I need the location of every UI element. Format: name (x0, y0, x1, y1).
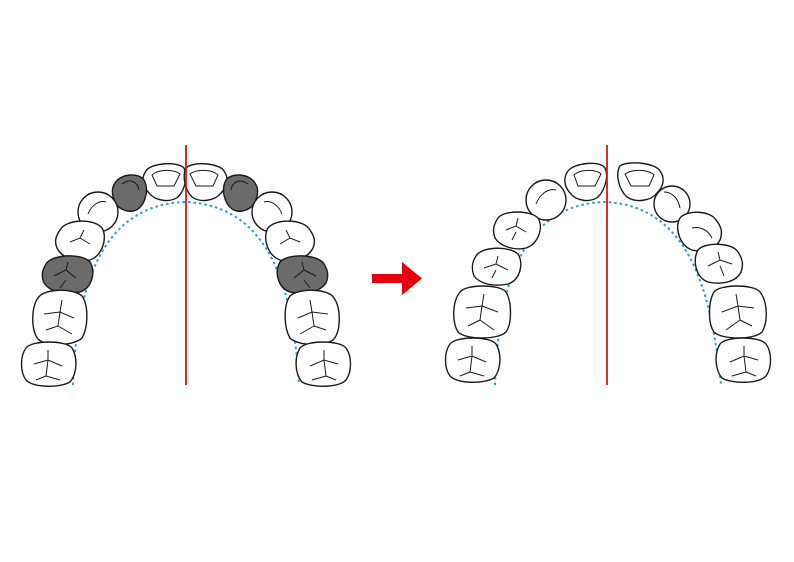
tooth-right-second-molar (20, 341, 77, 387)
tooth-right-first-molar-after (453, 285, 512, 339)
tooth-left-lateral-after (653, 185, 691, 223)
tooth-right-second-molar-after (444, 337, 501, 383)
tooth-left-second-premolar-extracted (276, 255, 329, 294)
tooth-right-canine-after (492, 211, 542, 250)
right-arrow-icon (372, 262, 422, 295)
tooth-right-first-molar (32, 289, 88, 346)
tooth-right-first-premolar-after (471, 247, 522, 286)
tooth-right-central-incisor-after (564, 162, 608, 202)
tooth-left-first-premolar (264, 220, 316, 262)
tooth-left-first-molar (284, 289, 340, 346)
arch-curve-after (494, 200, 722, 386)
after-arch (444, 145, 772, 386)
tooth-left-first-premolar-after (694, 243, 744, 284)
tooth-left-first-molar-after (708, 285, 767, 339)
tooth-right-lateral-after (525, 179, 567, 221)
tooth-left-second-molar-after (715, 337, 772, 383)
tooth-left-canine-after (676, 211, 723, 252)
tooth-left-central-incisor (183, 163, 228, 202)
tooth-right-second-premolar-extracted (41, 255, 94, 294)
tooth-right-central-incisor (142, 163, 187, 202)
tooth-left-canine-extracted (222, 174, 259, 212)
tooth-right-first-premolar (54, 220, 106, 262)
tooth-right-canine-extracted (111, 174, 148, 212)
before-arch (20, 145, 352, 387)
tooth-left-second-molar (295, 341, 352, 387)
tooth-left-central-incisor-after (617, 162, 664, 202)
